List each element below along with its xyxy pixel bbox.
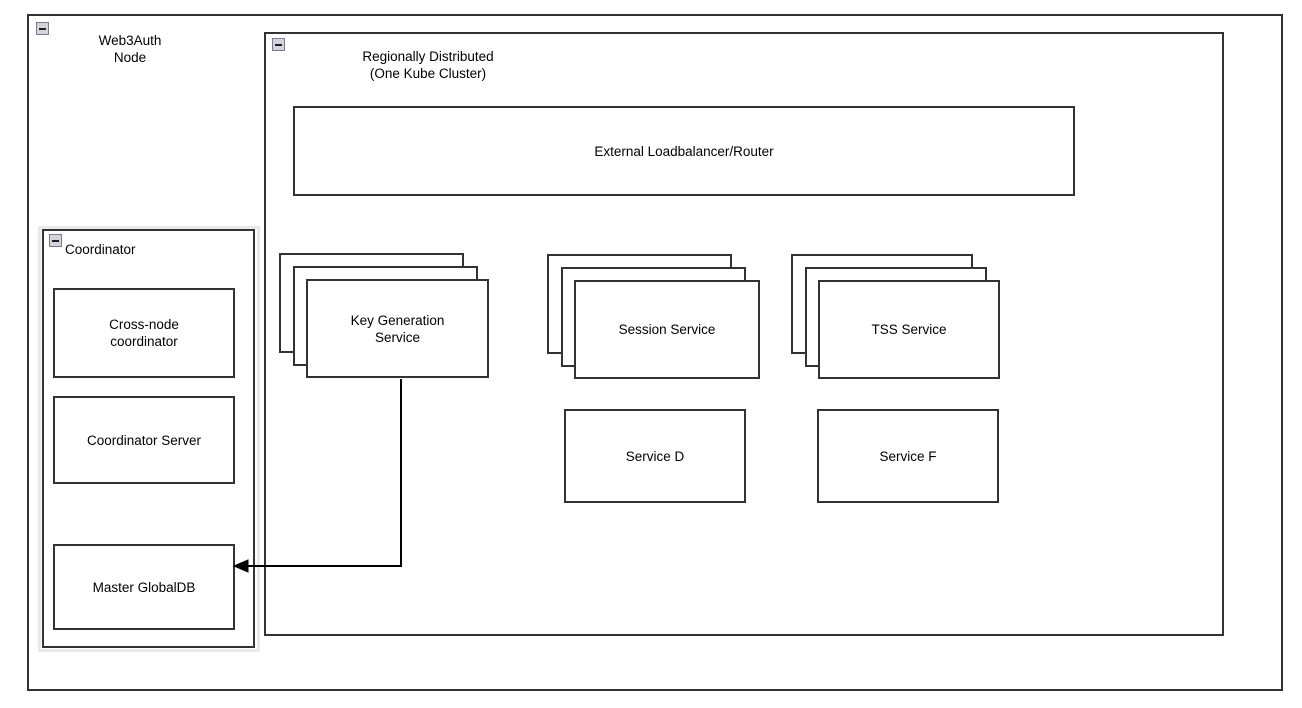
collapse-minus-icon-coordinator[interactable] <box>49 234 62 247</box>
session-service-instance-1[interactable]: Session Service <box>574 280 760 379</box>
tss-service-stack[interactable]: TSS Service <box>791 254 1003 381</box>
container-kube-cluster-label: Regionally Distributed (One Kube Cluster… <box>362 49 494 81</box>
container-coordinator-label: Coordinator <box>65 242 136 257</box>
key-generation-service-stack[interactable]: Key Generation Service <box>279 253 491 380</box>
key-generation-service-label: Key Generation Service <box>350 312 445 345</box>
tss-service-instance-1[interactable]: TSS Service <box>818 280 1000 379</box>
cross-node-coordinator-label: Cross-node coordinator <box>109 317 179 349</box>
cross-node-coordinator-box[interactable]: Cross-node coordinator <box>53 288 235 378</box>
service-d-box[interactable]: Service D <box>564 409 746 503</box>
external-loadbalancer-label: External Loadbalancer/Router <box>594 143 774 159</box>
service-f-box[interactable]: Service F <box>817 409 999 503</box>
container-web3auth-node-label: Web3Auth Node <box>98 33 162 65</box>
service-f-label: Service F <box>879 448 937 464</box>
master-globaldb-label: Master GlobalDB <box>92 579 196 595</box>
external-loadbalancer-box[interactable]: External Loadbalancer/Router <box>293 106 1075 196</box>
master-globaldb-box[interactable]: Master GlobalDB <box>53 544 235 630</box>
coordinator-server-label: Coordinator Server <box>86 432 202 448</box>
coordinator-server-box[interactable]: Coordinator Server <box>53 396 235 484</box>
key-generation-service-instance-1[interactable]: Key Generation Service <box>306 279 489 378</box>
tss-service-label: TSS Service <box>871 322 947 337</box>
session-service-stack[interactable]: Session Service <box>547 254 763 381</box>
service-d-label: Service D <box>625 448 685 464</box>
session-service-label: Session Service <box>618 322 716 337</box>
collapse-minus-icon-web3auth-node[interactable] <box>36 22 49 35</box>
collapse-minus-icon-kube-cluster[interactable] <box>272 38 285 51</box>
